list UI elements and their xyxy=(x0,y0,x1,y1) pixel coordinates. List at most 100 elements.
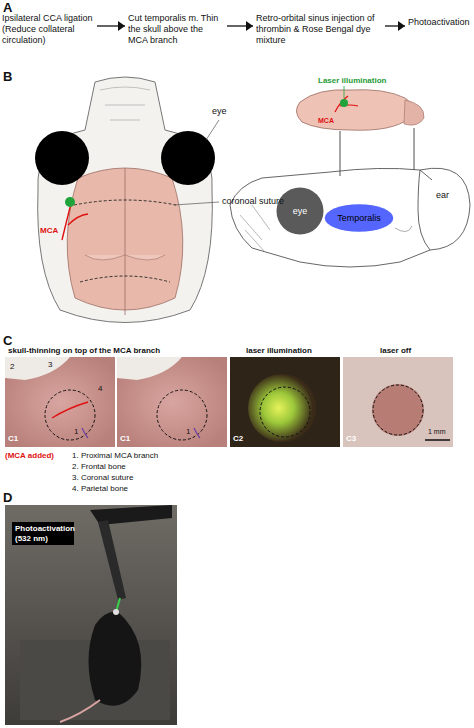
skull-profile xyxy=(230,205,430,267)
flow-arrow xyxy=(97,21,125,31)
mca-line xyxy=(335,96,358,112)
laser-probe xyxy=(98,520,126,600)
column-header: laser off xyxy=(380,346,411,355)
skull-top-view xyxy=(35,77,219,323)
eye-left xyxy=(35,131,89,185)
laser-spot xyxy=(65,197,75,207)
callout-number: 4 xyxy=(98,384,102,393)
process-step: Retro-orbital sinus injection of thrombi… xyxy=(256,13,382,45)
callout-number: 1 xyxy=(186,427,190,436)
skull-detail xyxy=(395,226,412,232)
mouse-body xyxy=(89,612,142,706)
laser-glow xyxy=(248,374,316,442)
eye-circle-fill xyxy=(276,187,323,234)
dashed-circle xyxy=(157,390,207,440)
mouse-tail xyxy=(60,700,100,722)
photo-panels xyxy=(5,357,453,447)
part-label: ear xyxy=(436,190,449,200)
node-text: Photoactivation (532 nm) xyxy=(15,524,71,543)
panel-tag: C3 xyxy=(346,434,356,443)
column-header: skull-thinning on top of the MCA branch xyxy=(8,346,160,355)
node-text: Temporalis xyxy=(337,213,381,224)
callout-key: 3. Coronal suture xyxy=(72,473,133,482)
legend-note: (MCA added) xyxy=(5,451,54,460)
photo-c1 xyxy=(5,357,115,447)
skull-side-view xyxy=(230,86,470,267)
bone-highlight xyxy=(5,357,70,380)
snout-detail xyxy=(100,87,150,120)
scale-bar xyxy=(425,439,450,441)
panel-tag: C1 xyxy=(8,434,18,443)
tissue xyxy=(372,384,424,436)
leader-line xyxy=(344,86,345,98)
arrowhead xyxy=(118,21,125,31)
photo-c3 xyxy=(343,357,453,447)
eye-circle: eye xyxy=(276,187,324,235)
process-step: Cut temporalis m. Thin the skull above t… xyxy=(128,13,224,45)
brain-side xyxy=(296,90,413,131)
bone-highlight xyxy=(117,357,182,380)
callout-key: 1. Proximal MCA branch xyxy=(72,451,158,460)
panel-tag: C2 xyxy=(233,434,243,443)
ear-outline xyxy=(418,168,470,250)
suture-lines xyxy=(74,200,176,282)
vessel xyxy=(82,428,88,438)
panel-tag: C1 xyxy=(120,434,130,443)
panel-letter: A xyxy=(3,1,12,16)
vessel xyxy=(194,428,200,438)
node-text: Ipsilateral CCA ligation xyxy=(2,13,94,24)
flow-arrow xyxy=(385,21,405,31)
photo-c2 xyxy=(230,357,340,447)
vessel-label: MCA xyxy=(318,117,334,125)
part-label: coronoal suture xyxy=(222,196,284,206)
node-text: Retro-orbital sinus injection of thrombi… xyxy=(256,13,382,45)
panel-letter: B xyxy=(3,70,12,85)
process-step: Photoactivation xyxy=(408,17,472,28)
leader-line xyxy=(174,202,219,205)
dashed-circle xyxy=(45,390,95,440)
photo-d xyxy=(5,505,177,725)
photo-background xyxy=(5,505,177,725)
dashed-circle xyxy=(260,387,310,437)
part-label: eye xyxy=(212,106,227,116)
laser-label: Laser illumination xyxy=(318,76,386,85)
mca-line xyxy=(62,200,88,240)
node-text: eye xyxy=(293,206,308,217)
flow-arrow xyxy=(227,21,253,31)
temporalis-muscle: Temporalis xyxy=(324,204,394,232)
node-text: Cut temporalis m. Thin the skull above t… xyxy=(128,13,224,45)
callout-key: 4. Parietal bone xyxy=(72,484,128,493)
arrowhead xyxy=(246,21,253,31)
dashed-circle xyxy=(373,385,423,435)
column-header: laser illumination xyxy=(246,346,312,355)
guide-line xyxy=(414,128,415,170)
scale-label: 1 mm xyxy=(428,428,446,436)
laser-spot xyxy=(340,99,348,107)
skull-outline xyxy=(38,77,213,323)
node-text: (Reduce collateral circulation) xyxy=(2,24,94,46)
arrowhead xyxy=(398,21,405,31)
cerebellum-side xyxy=(404,100,424,125)
process-step: Ipsilateral CCA ligation(Reduce collater… xyxy=(2,13,94,45)
callout-number: 3 xyxy=(48,360,52,369)
leader-line xyxy=(206,120,219,140)
callout-key: 2. Frontal bone xyxy=(72,462,126,471)
photo-label-box: Photoactivation (532 nm) xyxy=(12,522,74,545)
ear-bar xyxy=(113,609,119,615)
mca-line xyxy=(52,402,88,418)
cerebellum xyxy=(85,255,165,260)
panel-letter: D xyxy=(3,491,12,506)
midline xyxy=(125,168,126,315)
teeth-detail xyxy=(240,205,270,252)
guide-line xyxy=(340,131,341,176)
callout-number: 1 xyxy=(74,427,78,436)
vessel-label: MCA xyxy=(40,226,58,235)
node-text: Photoactivation xyxy=(408,17,472,28)
photo-c1 xyxy=(117,357,227,447)
temporalis-muscle-fill xyxy=(325,204,394,231)
callout-number: 2 xyxy=(10,362,14,371)
